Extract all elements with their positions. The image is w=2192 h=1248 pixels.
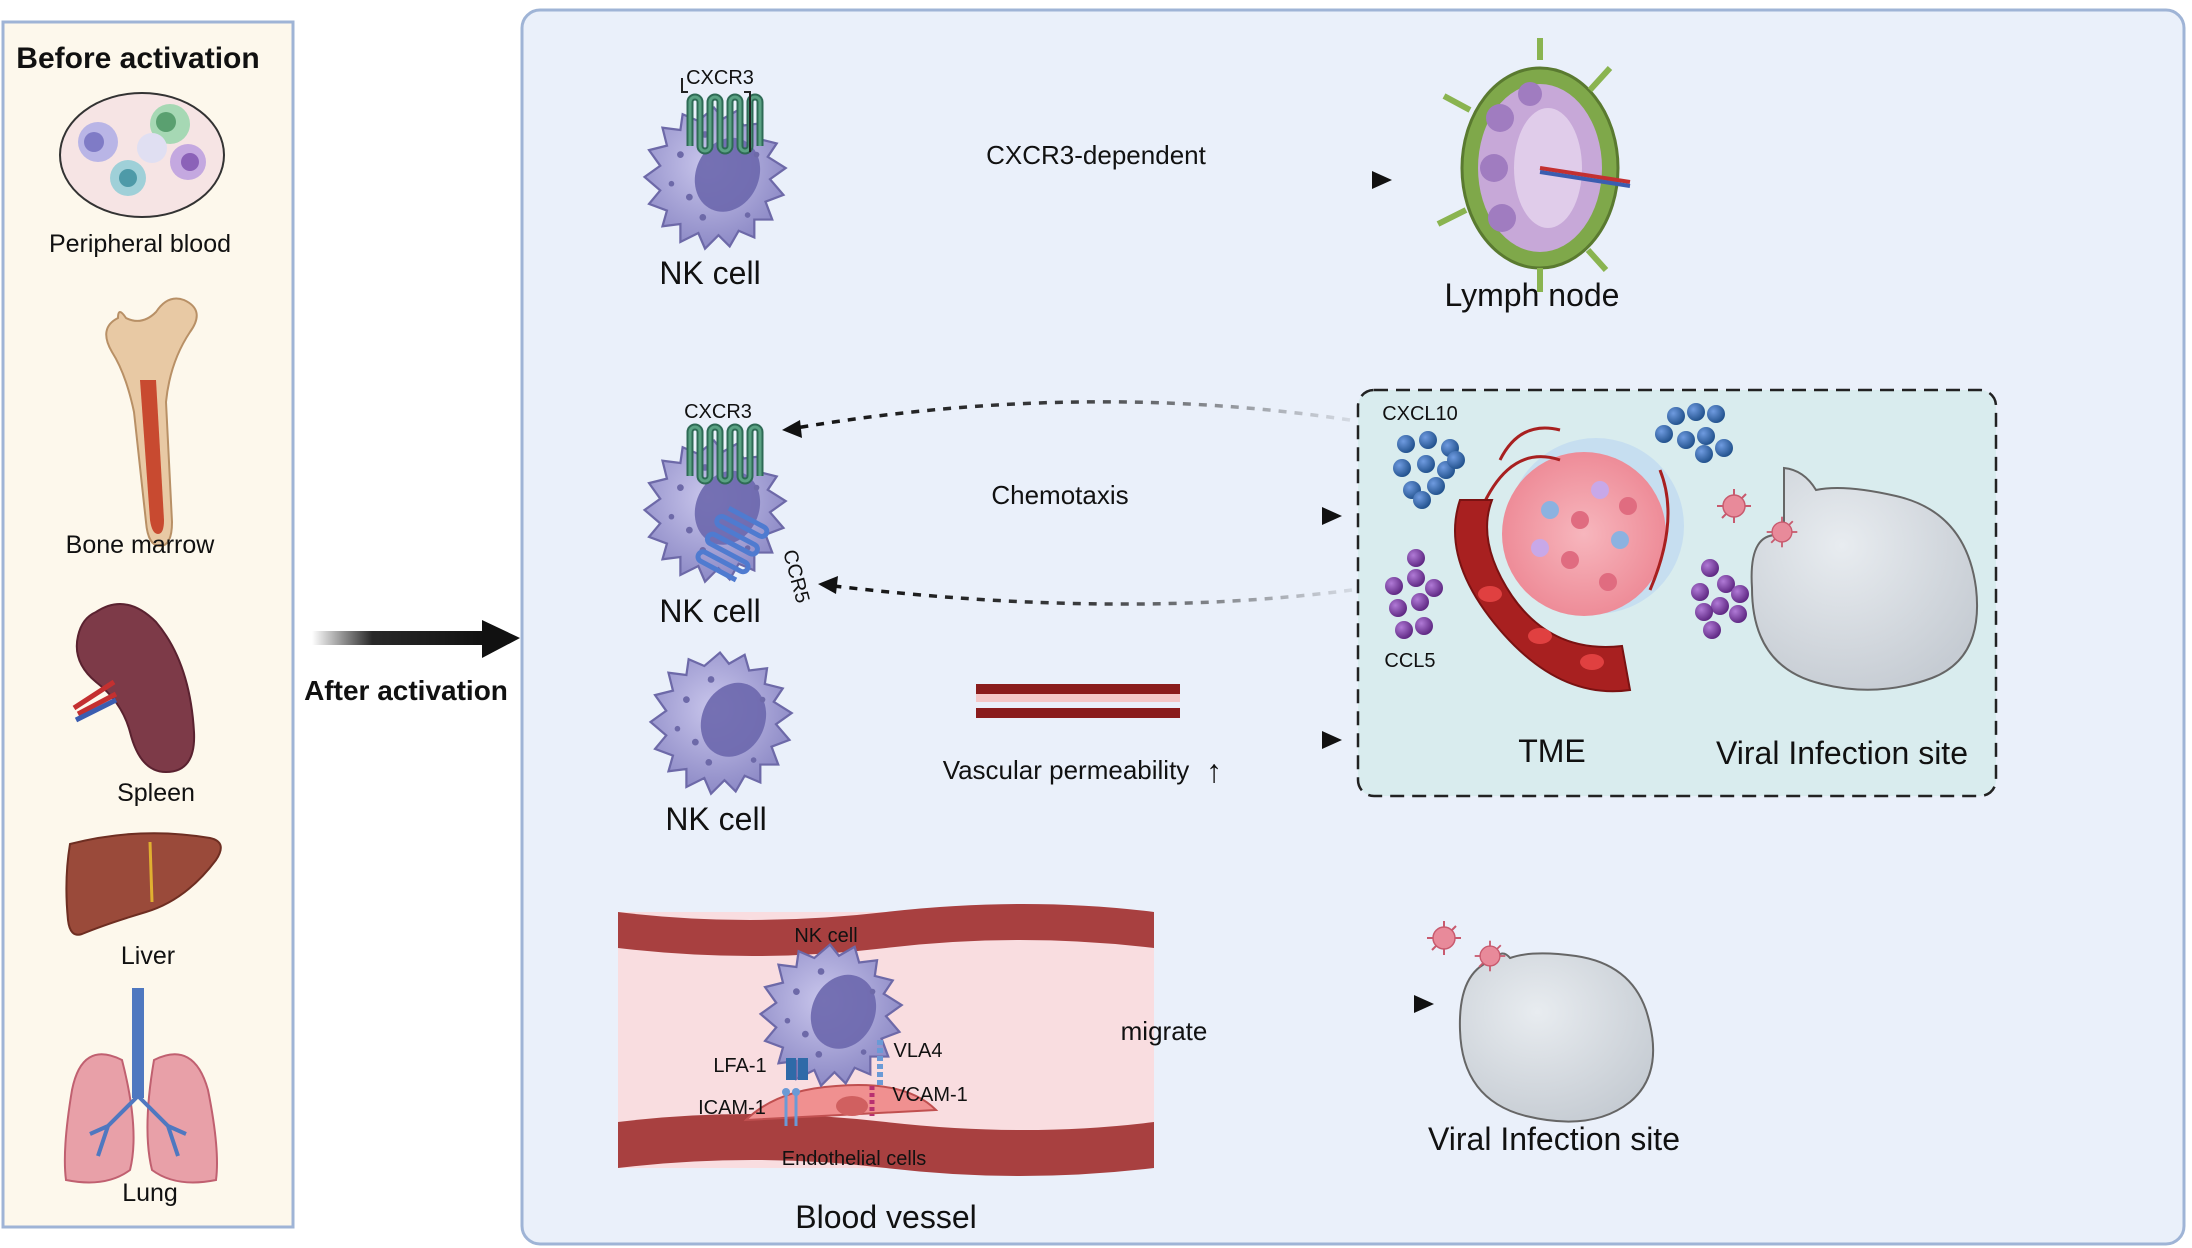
row2-cell-label: NK cell — [659, 593, 760, 629]
row2-dashed-arrowhead-top — [782, 420, 802, 438]
row2-receptor-top-label: CXCR3 — [684, 401, 752, 423]
vessel-wall-icon — [976, 684, 1180, 718]
tme-viral-label: Viral Infection site — [1716, 735, 1968, 771]
row1-arrowhead — [1372, 171, 1392, 189]
cxcl10-dots-right — [1655, 403, 1733, 463]
row4-viral-site-icon — [1426, 920, 1655, 1123]
row2-dashed-arrowhead-bottom — [818, 576, 838, 594]
left-panel-title: Before activation — [16, 42, 259, 75]
row4-lfa1-label: LFA-1 — [713, 1055, 766, 1077]
row2-dashed-arrow-top — [795, 400, 1351, 430]
lymph-node-icon — [1436, 38, 1631, 292]
organ-label-liver: Liver — [121, 942, 175, 970]
adhesion-molecules-icon — [782, 1040, 883, 1126]
row4-endothelial-label: Endothelial cells — [782, 1148, 927, 1170]
cxcl10-dots-left — [1393, 431, 1465, 509]
row1-cell-label: NK cell — [659, 255, 760, 291]
blood-vessel-icon — [618, 904, 1154, 1176]
ccl5-dots-right — [1691, 559, 1749, 639]
liver-icon — [65, 832, 222, 936]
spleen-icon — [72, 603, 196, 774]
bone-marrow-icon — [105, 297, 198, 548]
organ-label-spleen: Spleen — [117, 779, 195, 807]
ccl5-dots-left — [1385, 549, 1443, 639]
tme-viral-site-icon — [1716, 466, 1978, 691]
row4-icam1-label: ICAM-1 — [698, 1097, 766, 1119]
tme-chemokine-bottom-label: CCL5 — [1384, 650, 1435, 672]
tme-chemokine-top-label: CXCL10 — [1382, 403, 1458, 425]
row1-arrow-label: CXCR3-dependent — [986, 140, 1206, 170]
organ-label-peripheral-blood: Peripheral blood — [49, 230, 231, 258]
row3-arrow-label: Vascular permeability — [943, 755, 1190, 785]
row4-arrowhead — [1414, 995, 1434, 1013]
row2-arrow-label: Chemotaxis — [991, 480, 1128, 510]
row1-receptor-label: CXCR3 — [686, 67, 754, 89]
peripheral-blood-icon — [59, 92, 225, 218]
tumor-icon — [1454, 426, 1684, 693]
row4-vessel-cell-label: NK cell — [794, 925, 857, 947]
row4-vessel-label: Blood vessel — [795, 1199, 976, 1235]
left-panel: Before activation Peripheral blood Bone … — [1, 20, 295, 1229]
row4-target-label: Viral Infection site — [1428, 1121, 1680, 1157]
lung-icon — [63, 988, 218, 1184]
organ-label-bone-marrow: Bone marrow — [66, 531, 216, 559]
row3-cell-label: NK cell — [665, 801, 766, 837]
row2-nk-cell — [643, 427, 787, 583]
after-activation-label: After activation — [304, 675, 508, 706]
row1-target-label: Lymph node — [1445, 277, 1620, 313]
row3-arrowhead — [1322, 731, 1342, 749]
organ-label-lung: Lung — [122, 1179, 178, 1207]
row4-vla4-label: VLA4 — [894, 1040, 943, 1062]
row2-dashed-arrow-bottom — [833, 584, 1353, 606]
row4-arrow-label: migrate — [1121, 1016, 1208, 1046]
activation-arrow — [312, 620, 520, 658]
row4-vcam1-label: VCAM-1 — [892, 1084, 968, 1106]
row3-up-arrow: ↑ — [1206, 753, 1222, 789]
row2-arrowhead — [1322, 507, 1342, 525]
tme-label: TME — [1518, 733, 1586, 769]
